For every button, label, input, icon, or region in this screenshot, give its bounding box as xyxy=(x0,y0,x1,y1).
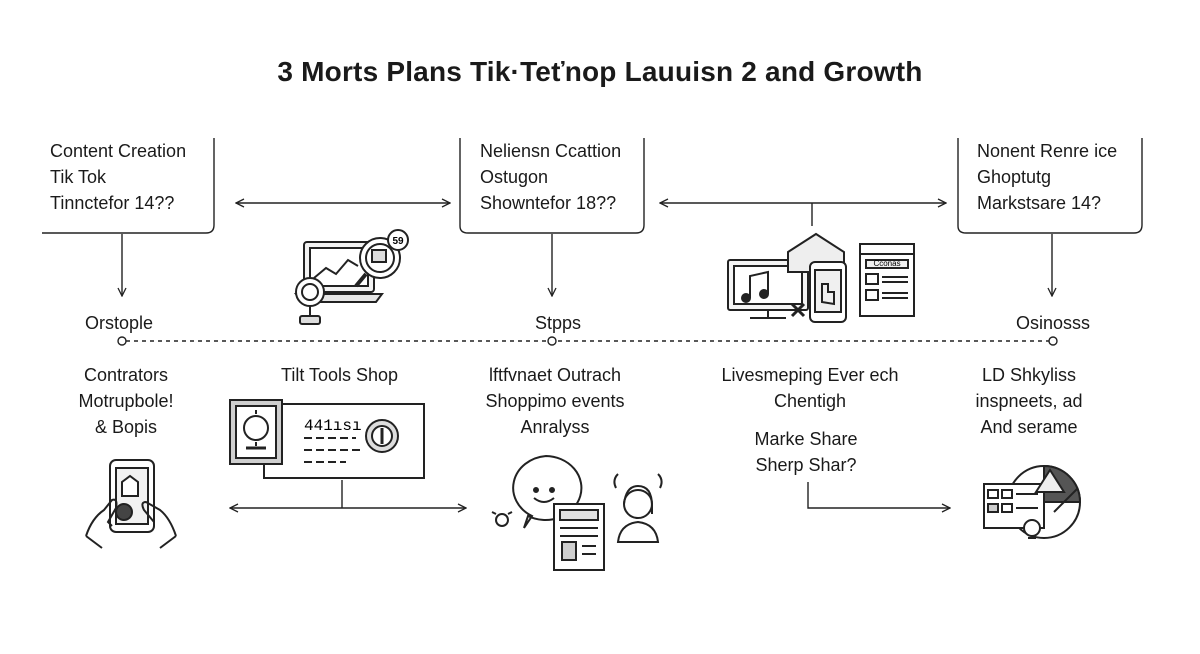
bottom-block-1-line: Motrupbole! xyxy=(78,391,174,411)
top-box-3-line: Nonent Renre ice xyxy=(977,141,1118,161)
top-box-2-text: Neliensn Ccattion Ostugon Showntefor 18?… xyxy=(480,138,621,216)
bottom-block-6-line: LD Shkyliss xyxy=(981,365,1077,385)
top-box-1-line: Tinnctefor 14?? xyxy=(50,193,175,213)
badge-text: 59 xyxy=(392,236,404,247)
box-1-border xyxy=(42,138,215,234)
bottom-block-4-line: Livesmeping Ever ech xyxy=(721,365,899,385)
bottom-block-5-line: Marke Share xyxy=(754,429,858,449)
timeline-node-2 xyxy=(547,336,557,346)
ticket-digits-text: 441ısı xyxy=(304,417,362,435)
bottom-block-1: Contrators Motrupbole! & Bopis xyxy=(66,362,186,440)
top-box-1-line: Content Creation xyxy=(50,141,187,161)
bottom-block-4-line: Chentigh xyxy=(773,391,847,411)
bottom-block-6-line: inspneets, ad xyxy=(975,391,1083,411)
bottom-block-3-line: lftfvnaet Outrach xyxy=(488,365,622,385)
top-box-1-line: Tik Tok xyxy=(50,167,107,187)
top-box-2-line: Neliensn Ccattion xyxy=(480,141,622,161)
bottom-block-3-line: Anralyss xyxy=(520,417,590,437)
top-box-3-line: Markstsare 14? xyxy=(977,193,1102,213)
bottom-block-3-line: Shoppimo events xyxy=(485,391,625,411)
box-3-border xyxy=(957,138,1143,234)
devices-icon: Cconas xyxy=(727,232,915,323)
bottom-block-1-line: Contrators xyxy=(83,365,169,385)
timeline-node-1 xyxy=(117,336,127,346)
outreach-icon xyxy=(491,454,663,571)
bottom-block-2-line: Tilt Tools Shop xyxy=(281,365,399,385)
timeline-label-1: Orstople xyxy=(85,313,154,333)
bottom-block-1-line: & Bopis xyxy=(94,417,158,437)
bottom-block-4: Livesmeping Ever ech Chentigh xyxy=(718,362,902,414)
bottom-block-5-line: Sherp Shar? xyxy=(755,455,857,475)
bottom-block-5: Marke Share Sherp Shar? xyxy=(742,426,870,478)
top-box-2-line: Ostugon xyxy=(480,167,549,187)
bottom-block-3: lftfvnaet Outrach Shoppimo events Anraly… xyxy=(470,362,640,440)
laptop-analytics-icon: 59 xyxy=(294,229,409,325)
timeline-label-2: Stpps xyxy=(535,313,582,333)
strategy-dashboard-icon xyxy=(983,464,1082,539)
top-box-3-line: Ghoptutg xyxy=(977,167,1052,187)
top-box-2-line: Showntefor 18?? xyxy=(480,193,617,213)
diagram-title: 3 Morts Plans Tik·Teťnop Lauuisn 2 and G… xyxy=(277,56,923,87)
top-box-1-text: Content Creation Tik Tok Tinnctefor 14?? xyxy=(50,138,186,216)
bottom-block-6: LD Shkyliss inspneets, ad And serame xyxy=(964,362,1094,440)
timeline-node-3 xyxy=(1048,336,1058,346)
top-box-3-text: Nonent Renre ice Ghoptutg Markstsare 14? xyxy=(977,138,1117,216)
bottom-block-6-line: And serame xyxy=(980,417,1078,437)
ticket-card-icon: 441ısı xyxy=(229,399,425,479)
box-2-border xyxy=(459,138,645,234)
phone-hands-icon xyxy=(85,459,177,549)
arrow-bottom-right xyxy=(807,482,950,508)
timeline-label-3: Osinosss xyxy=(1016,313,1091,333)
bottom-block-2: Tilt Tools Shop xyxy=(281,362,398,388)
window-header-text: Cconas xyxy=(873,259,900,268)
